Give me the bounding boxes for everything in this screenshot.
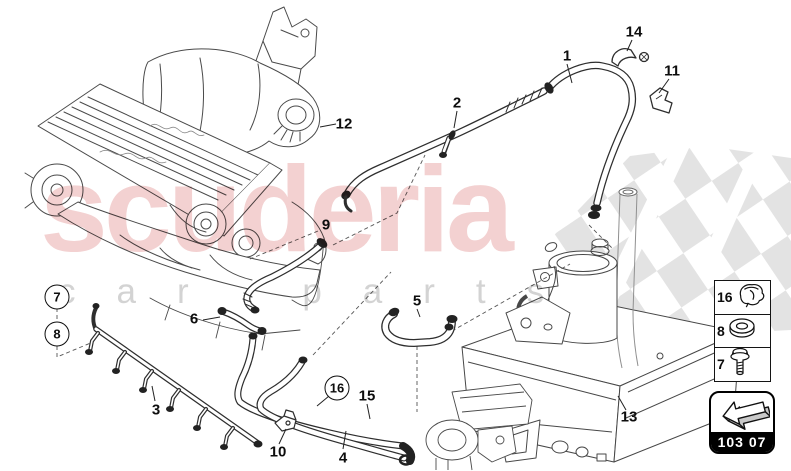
screw-icon: [727, 347, 755, 382]
leader-lines: [151, 39, 670, 450]
legend-num-7: 7: [717, 356, 725, 373]
legend-row-washer[interactable]: 8: [715, 315, 770, 348]
hose-4[interactable]: [256, 356, 416, 466]
bracket-11[interactable]: [649, 87, 673, 114]
dashed-leaders: [56, 154, 613, 412]
hose-5[interactable]: [381, 306, 458, 348]
callout-13[interactable]: 13: [620, 408, 638, 426]
callout-16[interactable]: 16: [324, 375, 350, 401]
callout-15[interactable]: 15: [358, 387, 376, 405]
clamp-14[interactable]: [611, 48, 650, 67]
section-code: 103 07: [711, 432, 773, 452]
clip-icon: [735, 281, 765, 314]
callout-16-num: 16: [329, 380, 345, 396]
legend-row-screw[interactable]: 7: [715, 347, 770, 382]
callout-6[interactable]: 6: [189, 310, 199, 328]
washer-icon: [727, 316, 757, 345]
callout-9[interactable]: 9: [321, 216, 331, 234]
engine-assembly[interactable]: [24, 6, 327, 351]
callout-7-num: 7: [53, 289, 61, 305]
arrow-up-left-icon: [711, 393, 773, 432]
legend-row-clip[interactable]: 16: [715, 281, 770, 315]
hose-2[interactable]: [340, 87, 548, 213]
callout-2[interactable]: 2: [452, 94, 462, 112]
bracket-10[interactable]: [274, 409, 297, 432]
callout-11[interactable]: 11: [664, 62, 680, 80]
callout-7[interactable]: 7: [44, 284, 70, 310]
hose-1[interactable]: [543, 61, 637, 219]
hose-9[interactable]: [242, 236, 329, 314]
hose-6[interactable]: [217, 307, 267, 335]
legend-num-8: 8: [717, 322, 725, 339]
callout-8-num: 8: [53, 326, 61, 342]
legend-num-16: 16: [717, 289, 733, 306]
callout-10[interactable]: 10: [269, 443, 287, 461]
fasteners-legend: 16 8: [714, 280, 771, 382]
section-badge: 103 07: [709, 391, 775, 454]
pump-assembly: [425, 383, 533, 471]
callout-5[interactable]: 5: [412, 292, 422, 310]
hose-15[interactable]: [234, 332, 407, 450]
callout-3[interactable]: 3: [151, 401, 161, 419]
vent-rail[interactable]: [85, 303, 263, 450]
callout-12[interactable]: 12: [335, 115, 353, 133]
callout-4[interactable]: 4: [338, 449, 348, 467]
separator-canister[interactable]: [505, 238, 618, 345]
callout-14[interactable]: 14: [625, 23, 643, 41]
callout-8[interactable]: 8: [44, 321, 70, 347]
callout-1[interactable]: 1: [562, 47, 572, 65]
